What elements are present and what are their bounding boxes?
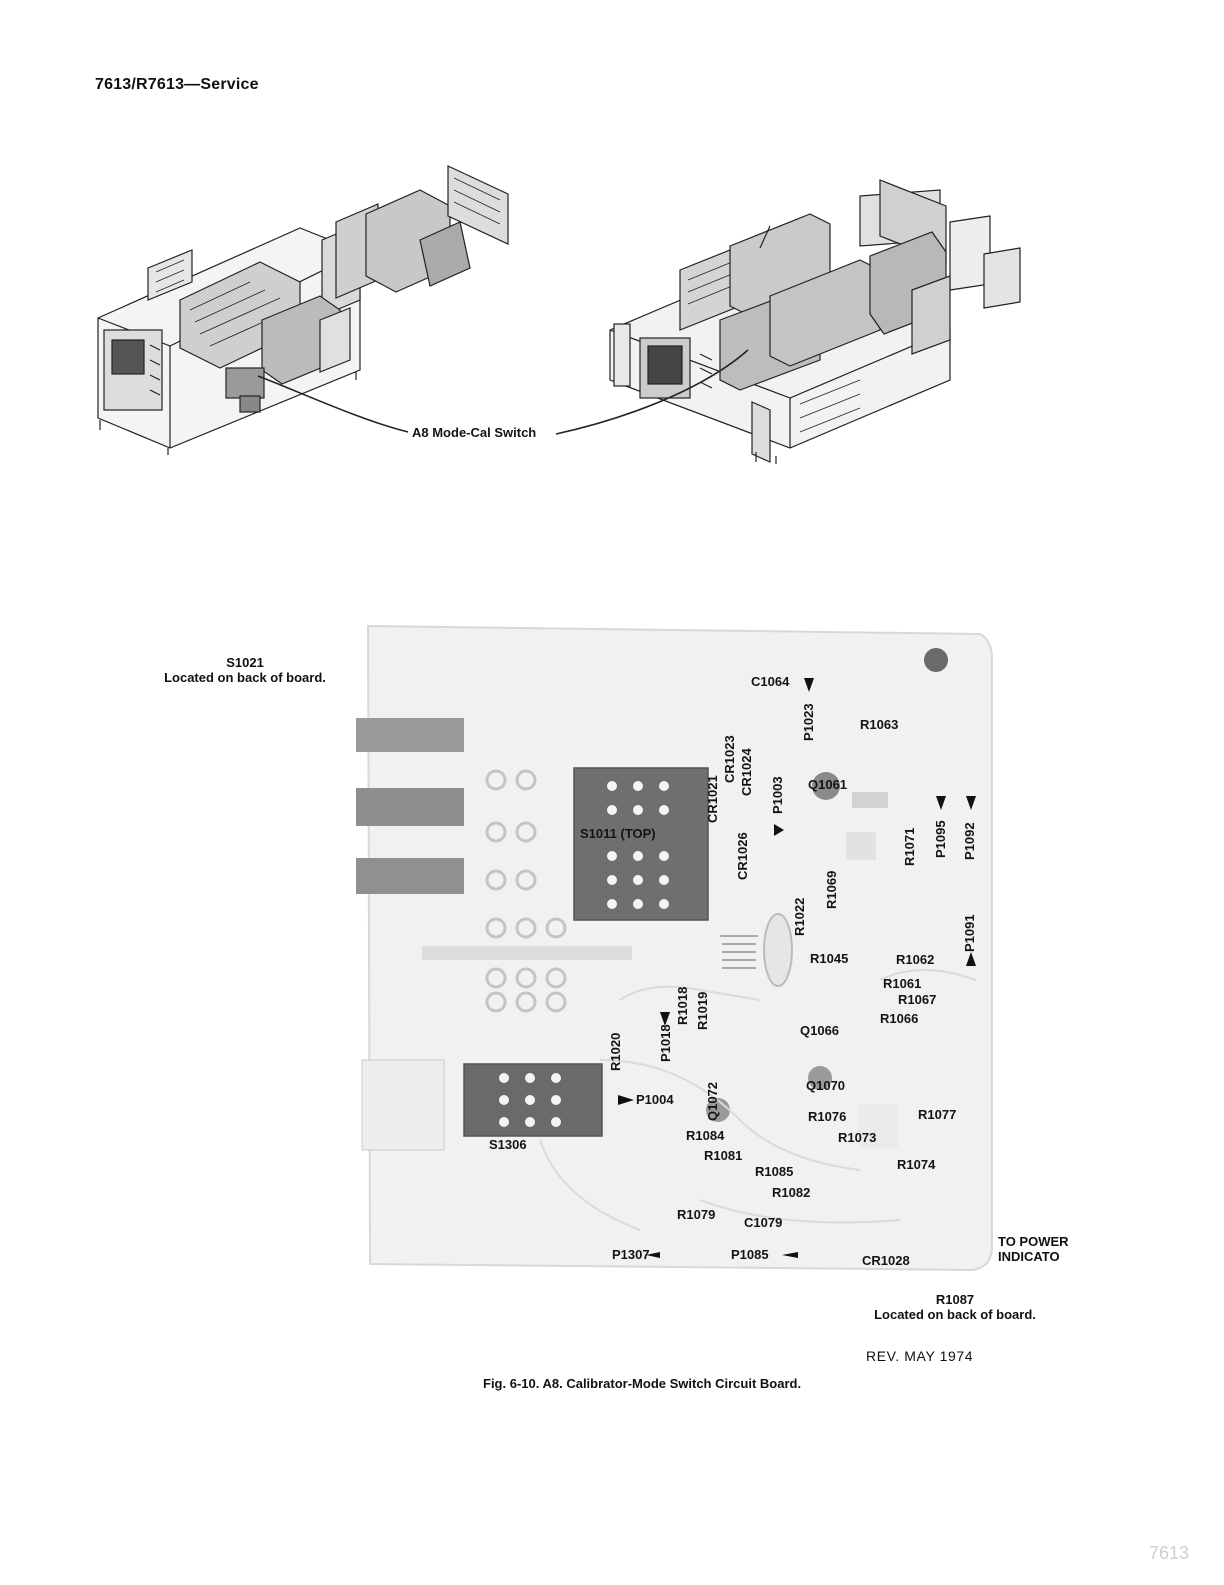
component-label-r1061: R1061 [883,976,922,991]
s1021-note: S1021 Located on back of board. [150,655,340,685]
component-label-r1077: R1077 [918,1107,957,1122]
mode-cal-switch-callout: A8 Mode-Cal Switch [412,425,537,440]
component-label-p1085: P1085 [731,1247,769,1262]
component-label-cr1028: CR1028 [862,1253,910,1268]
component-label-r1018: R1018 [675,986,690,1025]
component-label-r1069: R1069 [824,870,839,909]
power-note-line2: INDICATO [998,1249,1060,1264]
revision-date: REV. MAY 1974 [866,1348,974,1364]
component-label-p1023: P1023 [801,703,816,741]
component-label-r1079: R1079 [677,1207,716,1222]
component-label-r1062: R1062 [896,952,935,967]
component-label-c1064: C1064 [751,674,790,689]
component-label-p1091: P1091 [962,914,977,952]
page-number: 7613 [1149,1543,1190,1563]
component-label-r1066: R1066 [880,1011,919,1026]
component-label-r1085: R1085 [755,1164,794,1179]
s1021-location: Located on back of board. [164,670,326,685]
component-label-r1074: R1074 [897,1157,936,1172]
component-label-r1063: R1063 [860,717,899,732]
cabinet-model-drawing [97,165,509,455]
component-label-q1070: Q1070 [806,1078,846,1093]
component-label-r1019: R1019 [695,991,710,1030]
component-label-s1306: S1306 [489,1137,527,1152]
page-header-title: 7613/R7613—Service [95,76,259,93]
component-label-q1066: Q1066 [800,1023,840,1038]
component-label-p1092: P1092 [962,822,977,860]
r1087-location: Located on back of board. [874,1307,1036,1322]
r1087-note: R1087 Located on back of board. [860,1292,1050,1322]
r1087-label: R1087 [935,1292,975,1307]
component-label-p1003: P1003 [770,776,785,814]
component-label-cr1026: CR1026 [735,832,750,880]
component-label-p1018: P1018 [658,1024,673,1062]
component-label-q1061: Q1061 [808,777,848,792]
component-label-r1073: R1073 [838,1130,877,1145]
component-label-r1076: R1076 [808,1109,847,1124]
component-label-q1072: Q1072 [705,1081,720,1121]
power-note-line1: TO POWER [998,1234,1069,1249]
component-label-p1095: P1095 [933,820,948,858]
component-label-r1081: R1081 [704,1148,743,1163]
component-label-r1045: R1045 [810,951,849,966]
component-label-c1079: C1079 [744,1215,783,1230]
component-label-r1084: R1084 [686,1128,725,1143]
component-label-s1011: S1011 (TOP) [580,826,656,841]
component-label-r1022: R1022 [792,897,807,936]
power-indicator-note: TO POWER INDICATO [998,1234,1069,1264]
component-label-p1004: P1004 [636,1092,674,1107]
component-label-r1067: R1067 [898,992,937,1007]
component-label-r1082: R1082 [772,1185,811,1200]
component-label-cr1023: CR1023 [722,735,737,783]
component-label-p1307: P1307 [612,1247,650,1262]
component-label-r1071: R1071 [902,827,917,866]
rackmount-model-drawing [609,179,1021,464]
s1021-label: S1021 [226,655,264,670]
component-label-r1020: R1020 [608,1032,623,1071]
component-label-cr1021: CR1021 [705,775,720,823]
component-label-cr1024: CR1024 [739,748,754,796]
figure-caption: Fig. 6-10. A8. Calibrator-Mode Switch Ci… [483,1376,802,1391]
